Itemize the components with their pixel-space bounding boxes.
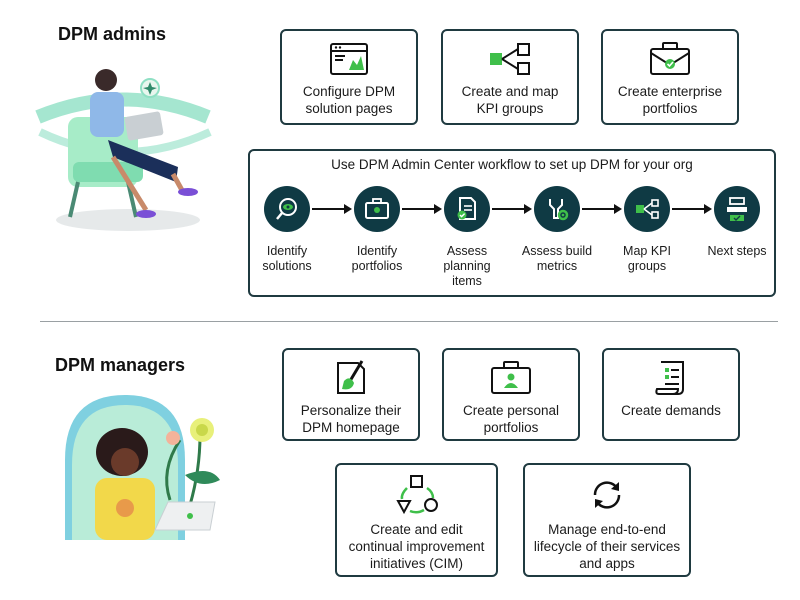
kpi-tree-icon bbox=[488, 39, 532, 79]
card-create-map-kpi-groups[interactable]: Create and map KPI groups bbox=[441, 29, 579, 125]
flow-arrow bbox=[312, 204, 352, 214]
step-next-steps-button[interactable] bbox=[714, 186, 760, 232]
card-create-personal-portfolios[interactable]: Create personal portfolios bbox=[442, 348, 580, 441]
flow-arrow bbox=[492, 204, 532, 214]
card-personalize-homepage[interactable]: Personalize their DPM homepage bbox=[282, 348, 420, 441]
step-identify-portfolios-button[interactable] bbox=[354, 186, 400, 232]
briefcase-check-icon bbox=[649, 39, 691, 79]
flow-arrow bbox=[672, 204, 712, 214]
workflow-title: Use DPM Admin Center workflow to set up … bbox=[331, 157, 693, 172]
admin-center-workflow: Use DPM Admin Center workflow to set up … bbox=[248, 149, 776, 297]
document-check-icon bbox=[457, 197, 476, 220]
eye-search-icon bbox=[276, 198, 297, 220]
step-identify-solutions-button[interactable] bbox=[264, 186, 310, 232]
step-assess-planning-items-button[interactable] bbox=[444, 186, 490, 232]
flow-arrow bbox=[582, 204, 622, 214]
card-label: Personalize their DPM homepage bbox=[300, 403, 402, 435]
step-label: Identify solutions bbox=[262, 244, 312, 273]
admins-title: DPM admins bbox=[58, 24, 167, 44]
step-label: Identify portfolios bbox=[351, 244, 403, 273]
scroll-list-icon bbox=[653, 358, 689, 398]
card-label: Create enterprise portfolios bbox=[617, 84, 723, 116]
flow-steps-icon bbox=[727, 197, 747, 221]
card-label: Manage end-to-end lifecycle of their ser… bbox=[533, 522, 681, 571]
card-manage-lifecycle[interactable]: Manage end-to-end lifecycle of their ser… bbox=[523, 463, 691, 577]
managers-title: DPM managers bbox=[55, 355, 186, 375]
step-label: Assess build metrics bbox=[521, 244, 593, 273]
card-label: Create and map KPI groups bbox=[461, 84, 559, 116]
wrench-gear-icon bbox=[549, 199, 569, 221]
card-label: Create and edit continual improvement in… bbox=[348, 522, 485, 571]
card-label: Create demands bbox=[621, 403, 721, 418]
step-map-kpi-groups-button[interactable] bbox=[624, 186, 670, 232]
kpi-tree-icon bbox=[636, 199, 659, 219]
card-create-demands[interactable]: Create demands bbox=[602, 348, 740, 441]
manager-illustration bbox=[65, 395, 220, 540]
admin-illustration bbox=[35, 69, 212, 231]
brush-page-icon bbox=[332, 358, 370, 398]
portfolio-icon bbox=[365, 198, 389, 219]
briefcase-person-icon bbox=[490, 358, 532, 398]
cycle-arrows-icon bbox=[589, 473, 625, 517]
card-create-edit-cim[interactable]: Create and edit continual improvement in… bbox=[335, 463, 498, 577]
dashboard-page-icon bbox=[329, 39, 369, 79]
section-divider bbox=[40, 321, 778, 322]
card-configure-solution-pages[interactable]: Configure DPM solution pages bbox=[280, 29, 418, 125]
step-label: Map KPI groups bbox=[623, 244, 671, 273]
card-create-enterprise-portfolios[interactable]: Create enterprise portfolios bbox=[601, 29, 739, 125]
flow-arrow bbox=[402, 204, 442, 214]
card-label: Configure DPM solution pages bbox=[302, 84, 396, 116]
step-assess-build-metrics-button[interactable] bbox=[534, 186, 580, 232]
step-label: Next steps bbox=[707, 244, 767, 258]
step-label: Assess planning items bbox=[443, 244, 491, 288]
card-label: Create personal portfolios bbox=[462, 403, 560, 435]
shapes-cycle-icon bbox=[395, 473, 439, 517]
